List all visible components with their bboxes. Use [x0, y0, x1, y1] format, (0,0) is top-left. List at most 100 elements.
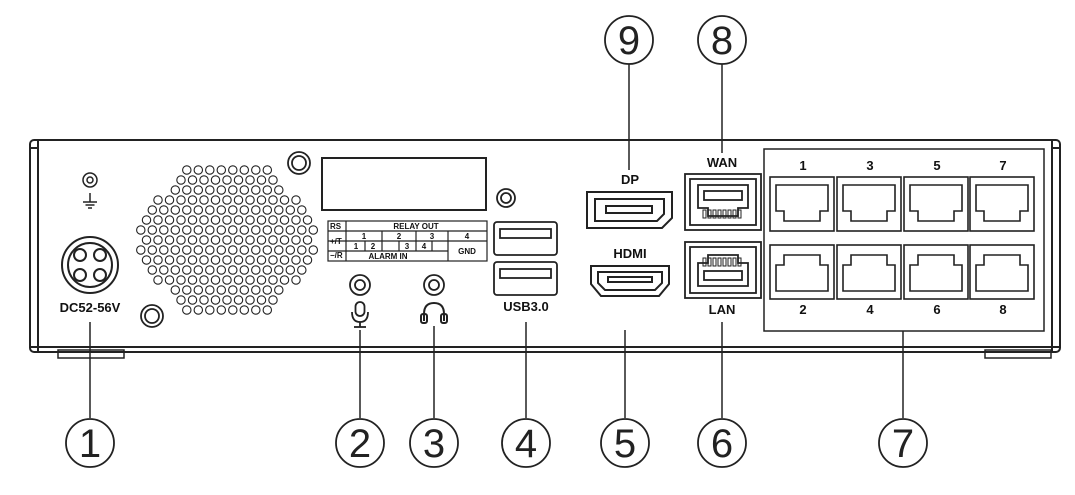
fan-hole [274, 245, 284, 255]
chassis [29, 139, 1061, 353]
left-foot [57, 349, 125, 359]
dp-label: DP [621, 172, 639, 187]
callout-1-number: 1 [79, 422, 101, 466]
fan-hole [291, 215, 301, 225]
callout-4-number: 4 [515, 422, 537, 466]
hdmi-connector [590, 265, 670, 297]
io-terminal-table [327, 220, 488, 262]
fan-hole [159, 225, 169, 235]
rj45-pin [712, 209, 717, 219]
lan-port-pins [702, 257, 742, 267]
fan-hole [136, 225, 146, 235]
fan-hole [251, 245, 261, 255]
fan-hole [233, 175, 244, 185]
fan-hole [182, 185, 192, 195]
rj45-pin [732, 257, 737, 267]
fan-hole [210, 255, 221, 265]
fan-hole [274, 265, 284, 275]
fan-hole [164, 235, 175, 245]
fan-hole [176, 195, 186, 205]
power-label: DC52-56V [60, 300, 121, 315]
fan-hole [274, 185, 284, 195]
callout-8: 8 [697, 15, 747, 65]
switch-port [969, 244, 1035, 300]
fan-hole [187, 295, 198, 305]
fan-hole [216, 185, 227, 195]
fan-hole [141, 215, 152, 225]
fan-hole [164, 195, 175, 205]
rj45-pin [722, 257, 727, 267]
fan-screw-bottom [140, 304, 164, 328]
io-rs-label: RS [330, 222, 342, 231]
fan-hole [199, 295, 209, 305]
fan-hole [153, 255, 163, 265]
fan-hole [205, 165, 215, 175]
fan-hole [274, 285, 284, 295]
fan-hole [199, 235, 209, 245]
fan-hole [141, 235, 152, 245]
rj45-pin [702, 209, 707, 219]
fan-hole [245, 295, 255, 305]
callout-1: 1 [65, 418, 115, 468]
fan-hole [245, 215, 255, 225]
fan-hole [193, 205, 204, 215]
callout-3: 3 [409, 418, 459, 468]
callout-8-number: 8 [711, 19, 733, 63]
fan-hole [239, 205, 250, 215]
callout-7-number: 7 [892, 422, 914, 466]
switch-port [836, 244, 902, 300]
fan-hole [216, 225, 227, 235]
ground-screw [82, 172, 98, 188]
fan-hole [222, 295, 232, 305]
fan-hole [176, 175, 186, 185]
right-foot [984, 349, 1052, 359]
fan-hole [245, 175, 255, 185]
switch-port [969, 176, 1035, 232]
hdmi-label: HDMI [613, 246, 646, 261]
fan-hole [199, 215, 209, 225]
fan-hole [153, 275, 163, 285]
fan-hole [285, 225, 296, 235]
fan-hole [233, 195, 244, 205]
microphone-icon [351, 301, 369, 328]
fan-hole [205, 245, 215, 255]
fan-hole [210, 235, 221, 245]
fan-hole [256, 295, 267, 305]
wan-label: WAN [707, 155, 737, 170]
fan-hole [141, 255, 152, 265]
fan-hole [245, 275, 255, 285]
fan-hole [268, 295, 278, 305]
io-alarm-in-label: ALARM IN [368, 252, 407, 261]
rj45-pin [707, 257, 712, 267]
fan-hole [233, 275, 244, 285]
fan-hole [262, 165, 273, 175]
callout-9-number: 9 [618, 19, 640, 63]
io-alarm-num-3: 3 [405, 242, 410, 251]
rj45-pin [707, 209, 712, 219]
blank-plate [321, 157, 487, 211]
fan-hole [182, 205, 192, 215]
fan-hole [222, 255, 232, 265]
fan-hole [222, 195, 232, 205]
fan-hole [251, 225, 261, 235]
fan-hole [251, 205, 261, 215]
fan-hole [182, 305, 192, 315]
fan-hole [205, 205, 215, 215]
fan-hole [205, 225, 215, 235]
fan-hole [210, 275, 221, 285]
switch-label-7: 7 [999, 158, 1006, 173]
fan-hole [291, 275, 301, 285]
callout-6-number: 6 [711, 422, 733, 466]
fan-hole [291, 195, 301, 205]
fan-hole [251, 165, 261, 175]
fan-hole [279, 215, 290, 225]
fan-hole [245, 255, 255, 265]
rj45-pin [732, 209, 737, 219]
fan-hole [239, 245, 250, 255]
fan-hole [256, 235, 267, 245]
rj45-pin [712, 257, 717, 267]
fan-hole [147, 245, 158, 255]
rj45-pin [727, 257, 732, 267]
fan-hole [199, 195, 209, 205]
fan-hole [187, 195, 198, 205]
